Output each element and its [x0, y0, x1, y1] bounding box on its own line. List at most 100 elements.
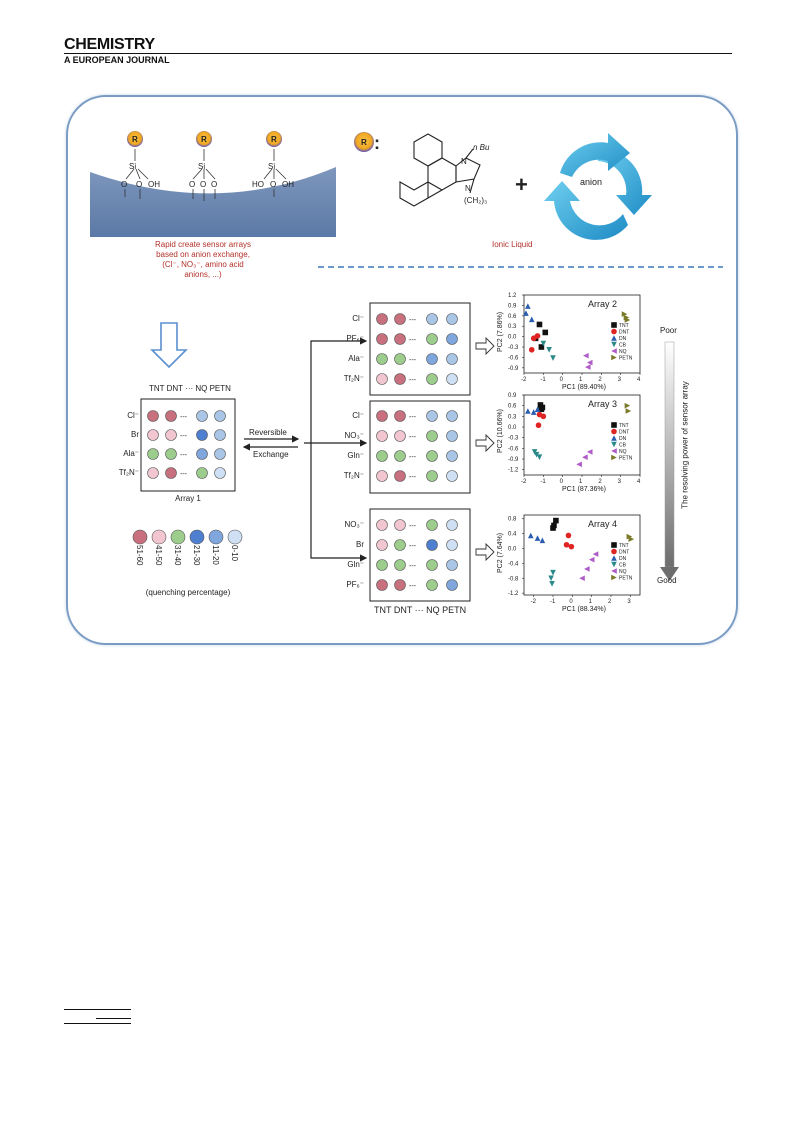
array-2-cell [394, 313, 406, 325]
o-label-2c: O [211, 180, 218, 189]
legend-marker [611, 454, 617, 461]
x-tick-label: 4 [637, 479, 641, 485]
data-point [584, 566, 590, 572]
legend-label: NQ [619, 349, 627, 355]
y-tick-label: 0.0 [508, 335, 517, 341]
array-1-cell [147, 467, 159, 479]
array-3-cell [394, 470, 406, 482]
array-4-dots: --- [409, 523, 417, 530]
data-point [525, 303, 531, 309]
array-3-cell [426, 410, 438, 422]
data-point [528, 316, 535, 323]
array-3-dots: --- [409, 474, 417, 481]
array-2-cell [376, 333, 388, 345]
data-point [550, 355, 556, 361]
y-tick-label: 1.2 [508, 293, 517, 299]
x-tick-label: 0 [560, 377, 564, 383]
array-1-dots: --- [180, 452, 188, 459]
caption-line-4: anions, ...) [184, 270, 222, 279]
x-tick-label: -1 [540, 377, 546, 383]
array-3-cell [376, 470, 388, 482]
data-point [568, 543, 575, 550]
array-1-column-header: TNT DNT ··· NQ PETN [149, 384, 231, 393]
array-4-column-header: TNT DNT ··· NQ PETN [374, 605, 467, 615]
y-tick-label: 0.0 [508, 425, 517, 431]
array-3-cell [394, 430, 406, 442]
array-4-dots: --- [409, 543, 417, 550]
array-2-cell [394, 373, 406, 385]
legend-marker [611, 448, 617, 454]
o-label-2a: O [189, 180, 196, 189]
array-2-cell [426, 353, 438, 365]
array-1-cell [165, 410, 177, 422]
array-1-cell [214, 467, 226, 479]
data-point [536, 454, 543, 461]
data-point [538, 344, 545, 350]
array-4-cell [376, 559, 388, 571]
y-tick-label: -0.3 [508, 436, 519, 442]
array-1-row-label: Tf₂N⁻ [118, 468, 139, 477]
receptor-3-icon: R [266, 131, 282, 147]
array-4-row-label: NO₃⁻ [344, 520, 364, 529]
data-point [531, 449, 538, 455]
array-1-cell [165, 448, 177, 460]
y-tick-label: -0.6 [508, 446, 519, 452]
array-2-dots: --- [409, 377, 417, 384]
array-4-row-label: Br [356, 540, 364, 549]
array-2-cell [426, 333, 438, 345]
down-arrow-icon [150, 322, 188, 369]
legend-marker [611, 328, 617, 335]
array-3-cell [446, 450, 458, 462]
data-point [539, 537, 546, 544]
legend-label: DN [619, 336, 627, 342]
array-3-row-label: NO₃⁻ [344, 431, 364, 440]
y-tick-label: -0.9 [508, 457, 519, 463]
array-3-cell [446, 470, 458, 482]
receptor-2-icon: R [196, 131, 212, 147]
legend-marker [611, 568, 617, 574]
array-2-cell [446, 373, 458, 385]
data-point [551, 522, 557, 529]
ho-label-3: HO [252, 180, 264, 189]
ionic-liquid-structure [399, 133, 481, 207]
array-1-cell [196, 429, 208, 441]
resolving-power-arrowhead [660, 567, 679, 581]
to-plot-2-arrow [475, 336, 495, 356]
x-tick-label: 0 [560, 479, 564, 485]
resolving-power-bar [664, 341, 675, 568]
n-atom-bottom: N [465, 184, 471, 193]
y-tick-label: -0.9 [508, 366, 519, 372]
data-point [527, 532, 534, 539]
data-point [535, 422, 542, 429]
footer-rule-3 [64, 1023, 131, 1024]
y-tick-label: 0.6 [508, 404, 517, 410]
data-point [546, 346, 552, 353]
array-3-dots: --- [409, 454, 417, 461]
y-tick-label: -0.6 [508, 355, 519, 361]
array-1-dots: --- [180, 433, 188, 440]
x-tick-label: -2 [531, 599, 537, 605]
array-2-dots: --- [409, 317, 417, 324]
legend-swatch [189, 529, 205, 545]
legend-label: TNT [619, 543, 629, 549]
legend-marker [611, 422, 617, 428]
array-3-cell [376, 410, 388, 422]
plot-title: Array 2 [588, 299, 617, 309]
x-tick-label: 4 [637, 377, 641, 383]
anchor-3 [263, 149, 287, 197]
data-point [626, 533, 633, 540]
array-4-cell [394, 579, 406, 591]
x-tick-label: 2 [598, 377, 602, 383]
journal-subtitle: A EUROPEAN JOURNAL [64, 55, 170, 65]
legend-range-label: 31-40 [173, 545, 182, 566]
array-1-cell [165, 429, 177, 441]
array-3-cell [376, 450, 388, 462]
array-4-cell [394, 539, 406, 551]
x-axis-label: PC1 (89.40%) [562, 384, 606, 391]
data-point [534, 406, 541, 413]
header-rule [64, 53, 732, 54]
legend-swatch [132, 529, 148, 545]
array-1-cell [214, 448, 226, 460]
array-1-cell [147, 448, 159, 460]
